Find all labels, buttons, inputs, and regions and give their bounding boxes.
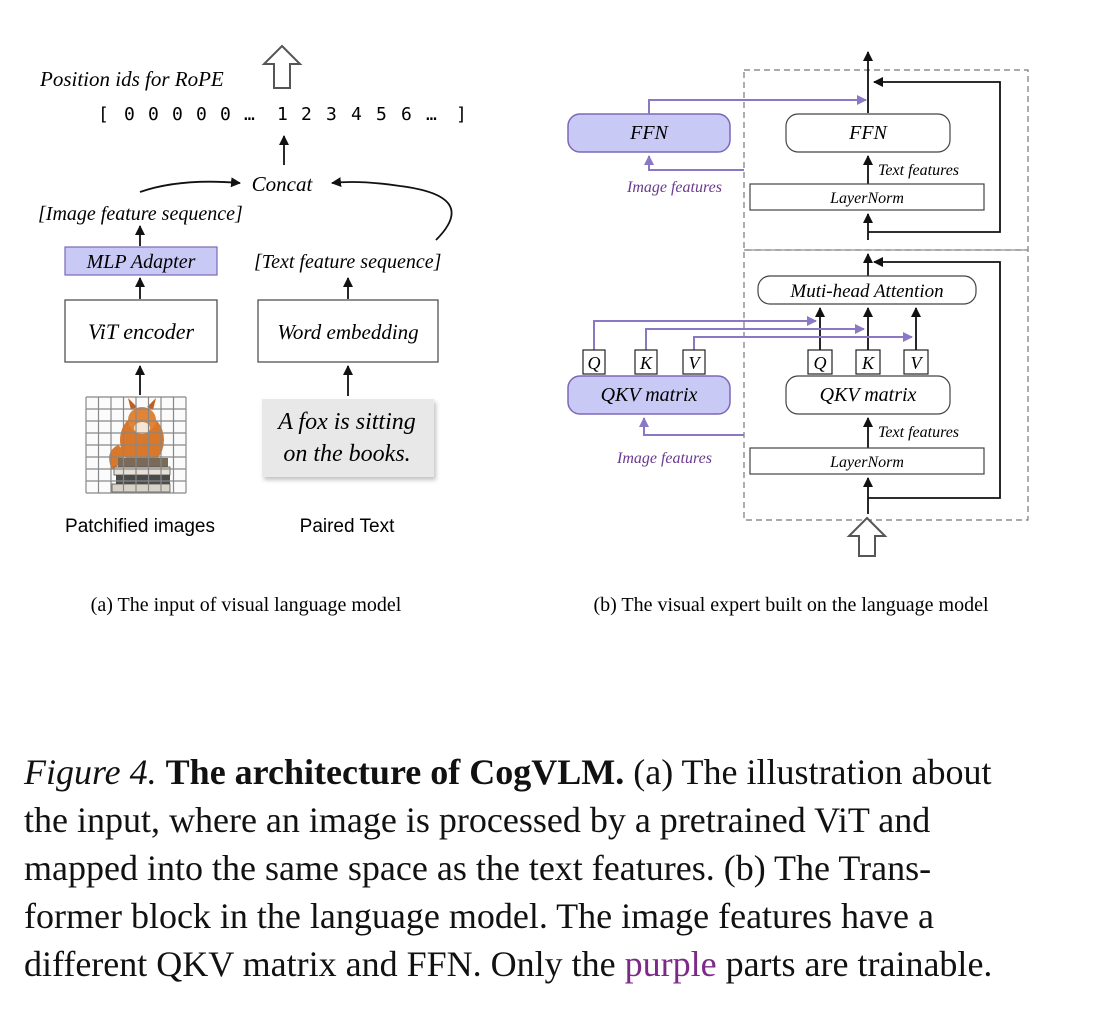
id-0d: 0 [196, 104, 207, 125]
image-features-upper: Image features [626, 179, 722, 196]
id-ellipsis-a: … [244, 104, 255, 125]
text-features-upper: Text features [878, 162, 959, 179]
id-5: 5 [376, 104, 387, 125]
id-1: 1 [277, 104, 288, 125]
rope-label: Position ids for RoPE [39, 67, 224, 91]
id-bracket-open: [ [98, 104, 109, 125]
q-text-box [807, 349, 833, 375]
image-seq-label: [Image feature sequence] [38, 203, 243, 225]
figure-caption-line3: mapped into the same space as the text f… [24, 848, 932, 888]
mha-box [757, 275, 977, 305]
k-text-box [855, 349, 881, 375]
caption-line5-post: parts are trainable. [725, 944, 993, 984]
caption-line1-rest: (a) The illustration about [633, 752, 992, 792]
text-seq-label: [Text feature sequence] [254, 251, 441, 273]
v-image-label: V [689, 353, 702, 373]
caption-purple-word: purple [624, 944, 717, 984]
ffn-text-label: FFN [848, 122, 888, 144]
figure-caption-line4: former block in the language model. The … [24, 896, 934, 936]
id-0e: 0 [220, 104, 231, 125]
q-text-label: Q [814, 353, 827, 373]
qkv-trainable-label: QKV matrix [601, 384, 698, 406]
id-0c: 0 [172, 104, 183, 125]
qkv-trainable-box [567, 375, 731, 415]
concat-label: Concat [252, 172, 314, 196]
vit-encoder-label: ViT encoder [88, 319, 195, 344]
q-image-label: Q [588, 353, 601, 373]
word-embedding-label: Word embedding [277, 320, 418, 344]
id-ellipsis-b: … [426, 104, 437, 125]
caption-b: (b) The visual expert built on the langu… [593, 594, 989, 616]
id-4: 4 [351, 104, 362, 125]
paired-text-card [262, 399, 434, 477]
q-image-box [582, 349, 606, 375]
caption-line5-pre: different QKV matrix and FFN. Only the [24, 944, 616, 984]
hollow-up-arrow-bottom-icon [846, 516, 888, 557]
paired-text-line1: A fox is sitting [276, 409, 416, 435]
figure-caption-line2: the input, where an image is processed b… [24, 800, 931, 840]
word-embedding-box [257, 299, 439, 363]
v-text-box [903, 349, 929, 375]
hollow-up-arrow-icon [261, 44, 303, 89]
figure-caption-line5: different QKV matrix and FFN. Only the p… [24, 940, 992, 988]
figure-label: Figure 4. [24, 752, 157, 792]
k-image-box [634, 349, 658, 375]
id-bracket-close: ] [456, 104, 467, 125]
position-ids: [ 0 0 0 0 0 … 1 2 3 4 5 6 … ] [98, 104, 467, 125]
figure-title: The architecture of CogVLM. [165, 752, 625, 792]
k-image-label: K [639, 353, 653, 373]
ffn-text-box [785, 113, 951, 153]
qkv-text-label: QKV matrix [820, 384, 917, 406]
architecture-figure: Position ids for RoPE [ 0 0 0 0 0 … 1 2 … [38, 44, 1029, 616]
paired-text-line2: on the books. [283, 441, 410, 467]
ffn-trainable-label: FFN [629, 122, 669, 144]
layernorm-lower-box [749, 447, 985, 475]
caption-a: (a) The input of visual language model [91, 594, 402, 616]
id-0b: 0 [148, 104, 159, 125]
v-text-label: V [911, 353, 924, 373]
v-image-box [682, 349, 706, 375]
block-upper [743, 69, 1029, 251]
mlp-adapter-box [64, 246, 218, 276]
mha-label: Muti-head Attention [789, 281, 943, 302]
image-features-lower: Image features [616, 450, 712, 467]
layernorm-lower-label: LayerNorm [829, 454, 904, 471]
layernorm-upper-label: LayerNorm [829, 190, 904, 207]
figure-caption-line1: Figure 4. The architecture of CogVLM. (a… [24, 748, 991, 796]
layernorm-upper-box [749, 183, 985, 211]
patchified-label: Patchified images [65, 516, 215, 537]
k-text-label: K [861, 353, 875, 373]
mlp-adapter-label: MLP Adapter [86, 251, 196, 273]
id-2: 2 [301, 104, 312, 125]
id-3: 3 [326, 104, 337, 125]
qkv-text-box [785, 375, 951, 415]
paired-text-label: Paired Text [300, 516, 395, 537]
id-6: 6 [401, 104, 412, 125]
id-0a: 0 [124, 104, 135, 125]
text-features-lower: Text features [878, 424, 959, 441]
vit-encoder-box [64, 299, 218, 363]
patchified-image [85, 396, 187, 494]
